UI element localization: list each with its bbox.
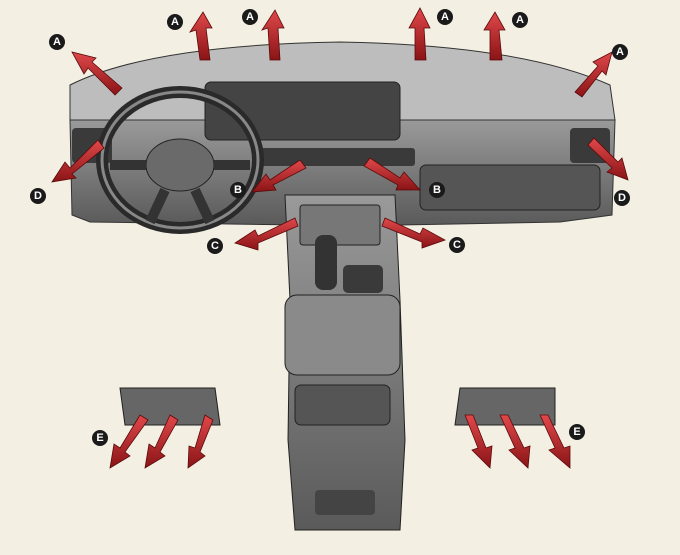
svg-text:E: E	[573, 426, 580, 438]
rear-usb-ports	[315, 490, 375, 515]
svg-text:A: A	[171, 16, 179, 28]
svg-text:C: C	[453, 239, 461, 251]
label-c-1: C	[207, 238, 223, 254]
rear-right-floor-vent	[454, 387, 556, 426]
label-b-2: B	[429, 182, 445, 198]
label-a-6: A	[612, 44, 628, 60]
airflow-arrows	[51, 7, 629, 469]
label-d-2: D	[614, 190, 630, 206]
svg-text:A: A	[616, 46, 624, 58]
console-screen	[299, 204, 381, 246]
label-a-2: A	[242, 9, 258, 25]
rear-left-floor-vent	[119, 387, 221, 426]
label-a-5: A	[49, 34, 65, 50]
svg-text:B: B	[234, 184, 242, 196]
label-b-1: B	[230, 182, 246, 198]
center-vents	[255, 148, 415, 166]
steering-wheel	[96, 86, 264, 234]
label-e-1: E	[92, 430, 108, 446]
svg-text:E: E	[96, 432, 103, 444]
label-e-2: E	[569, 424, 585, 440]
gear-shifter	[315, 235, 337, 290]
label-c-2: C	[449, 237, 465, 253]
glove-box	[419, 164, 601, 211]
label-d-1: D	[30, 188, 46, 204]
label-a-3: A	[437, 9, 453, 25]
rear-cup-holder	[294, 384, 391, 426]
label-a-1: A	[167, 14, 183, 30]
cup-holder	[343, 265, 383, 293]
svg-text:C: C	[211, 240, 219, 252]
svg-text:A: A	[441, 11, 449, 23]
armrest	[284, 294, 401, 376]
svg-text:A: A	[516, 14, 524, 26]
label-a-4: A	[512, 12, 528, 28]
svg-text:D: D	[34, 190, 42, 202]
svg-text:B: B	[433, 184, 441, 196]
svg-text:A: A	[53, 36, 61, 48]
svg-text:D: D	[618, 192, 626, 204]
svg-text:A: A	[246, 11, 254, 23]
